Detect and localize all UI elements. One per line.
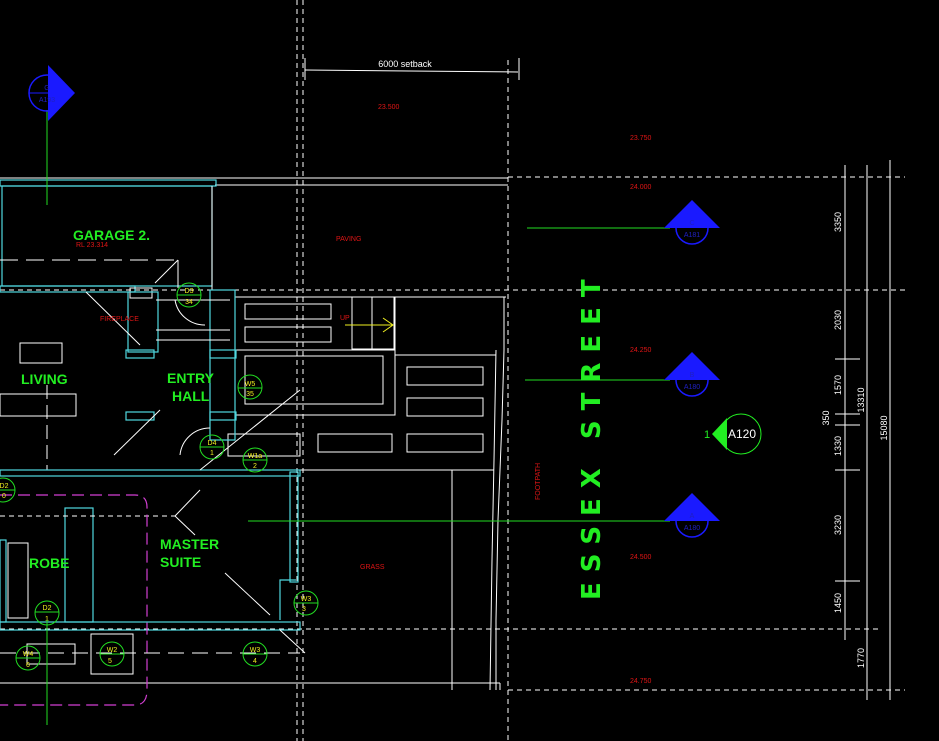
building-walls [0,179,306,706]
level: 24.500 [630,554,652,561]
section-marker-g[interactable]: G A193 [28,65,75,121]
svg-text:W1a: W1a [248,453,263,460]
tag-d2-0[interactable]: D20 [0,477,16,503]
svg-text:A: A [690,513,695,520]
svg-text:13310: 13310 [856,387,866,412]
room-labels: GARAGE 2. RL 23.314 FIREPLACE LIVING ENT… [21,227,542,571]
svg-text:34: 34 [185,299,193,306]
svg-text:W3: W3 [250,647,261,654]
fireplace-note: FIREPLACE [100,316,139,323]
svg-text:2: 2 [253,463,257,470]
svg-text:C: C [689,220,694,227]
level: 23.750 [630,135,652,142]
footpath-note: FOOTPATH [535,463,542,500]
svg-text:1: 1 [210,450,214,457]
svg-text:1: 1 [704,429,710,441]
svg-text:W3: W3 [301,596,312,603]
svg-text:15080: 15080 [879,415,889,440]
svg-text:350: 350 [821,410,831,425]
tag-d3[interactable]: D3 34 [176,282,202,308]
paving-note: PAVING [336,236,361,243]
level: 23.500 [378,104,400,111]
svg-text:1: 1 [45,616,49,623]
room-living: LIVING [21,371,68,387]
up-note: UP [340,315,350,322]
room-master-2: SUITE [160,554,201,570]
setback-label: 6000 setback [378,59,432,69]
svg-text:A181: A181 [684,232,700,239]
room-garage: GARAGE 2. [73,227,150,243]
svg-text:D2: D2 [43,605,52,612]
svg-text:1770: 1770 [856,648,866,668]
section-marker-a[interactable]: A A180 [664,493,720,538]
svg-text:B: B [690,372,695,379]
section-markers: G A193 C A181 B A180 A A180 1 A120 [28,65,762,725]
section-marker-c[interactable]: C A181 [664,200,720,245]
svg-text:W5: W5 [245,381,256,388]
svg-text:3: 3 [302,606,306,613]
svg-text:3230: 3230 [833,515,843,535]
svg-text:35: 35 [246,391,254,398]
svg-text:1450: 1450 [833,593,843,613]
svg-text:D2: D2 [0,483,9,490]
entry-steps [227,296,484,457]
garage-rl: RL 23.314 [76,242,108,249]
level: 24.750 [630,678,652,685]
tag-w2[interactable]: W2 5 [99,641,125,667]
svg-text:1330: 1330 [833,436,843,456]
tag-w3-3[interactable]: W33 [293,590,319,616]
level: 24.000 [630,184,652,191]
svg-text:W2: W2 [107,647,118,654]
svg-text:A120: A120 [728,427,756,441]
svg-text:W4: W4 [23,651,34,658]
svg-text:1570: 1570 [833,375,843,395]
elevation-callout[interactable]: 1 A120 [704,413,762,455]
section-marker-b[interactable]: B A180 [664,352,720,397]
grass-note: GRASS [360,564,385,571]
room-entry-1: ENTRY [167,370,215,386]
svg-text:A193: A193 [39,97,55,104]
svg-text:D3: D3 [185,288,194,295]
room-entry-2: HALL [172,388,210,404]
tag-w3-4[interactable]: W3 4 [242,641,268,667]
svg-text:3350: 3350 [833,212,843,232]
svg-text:0: 0 [2,493,6,500]
spot-levels: 23.500 23.750 24.000 24.250 24.500 24.75… [378,104,652,685]
room-master-1: MASTER [160,536,219,552]
tag-d4[interactable]: D41 [199,434,225,460]
street-name: ESSEX STREET [577,269,607,600]
svg-text:A180: A180 [684,525,700,532]
svg-text:4: 4 [253,658,257,665]
setback-dimension: 6000 setback [304,58,520,80]
tag-w4[interactable]: W4 6 [15,645,41,671]
svg-text:A180: A180 [684,384,700,391]
svg-text:6: 6 [26,662,30,669]
room-robe: ROBE [29,555,69,571]
svg-text:5: 5 [108,658,112,665]
svg-text:D4: D4 [208,440,217,447]
svg-text:2030: 2030 [833,310,843,330]
svg-text:G: G [44,85,49,92]
dimension-chain: 3350 2030 1570 350 1330 3230 1450 1770 1… [821,160,891,700]
level: 24.250 [630,347,652,354]
